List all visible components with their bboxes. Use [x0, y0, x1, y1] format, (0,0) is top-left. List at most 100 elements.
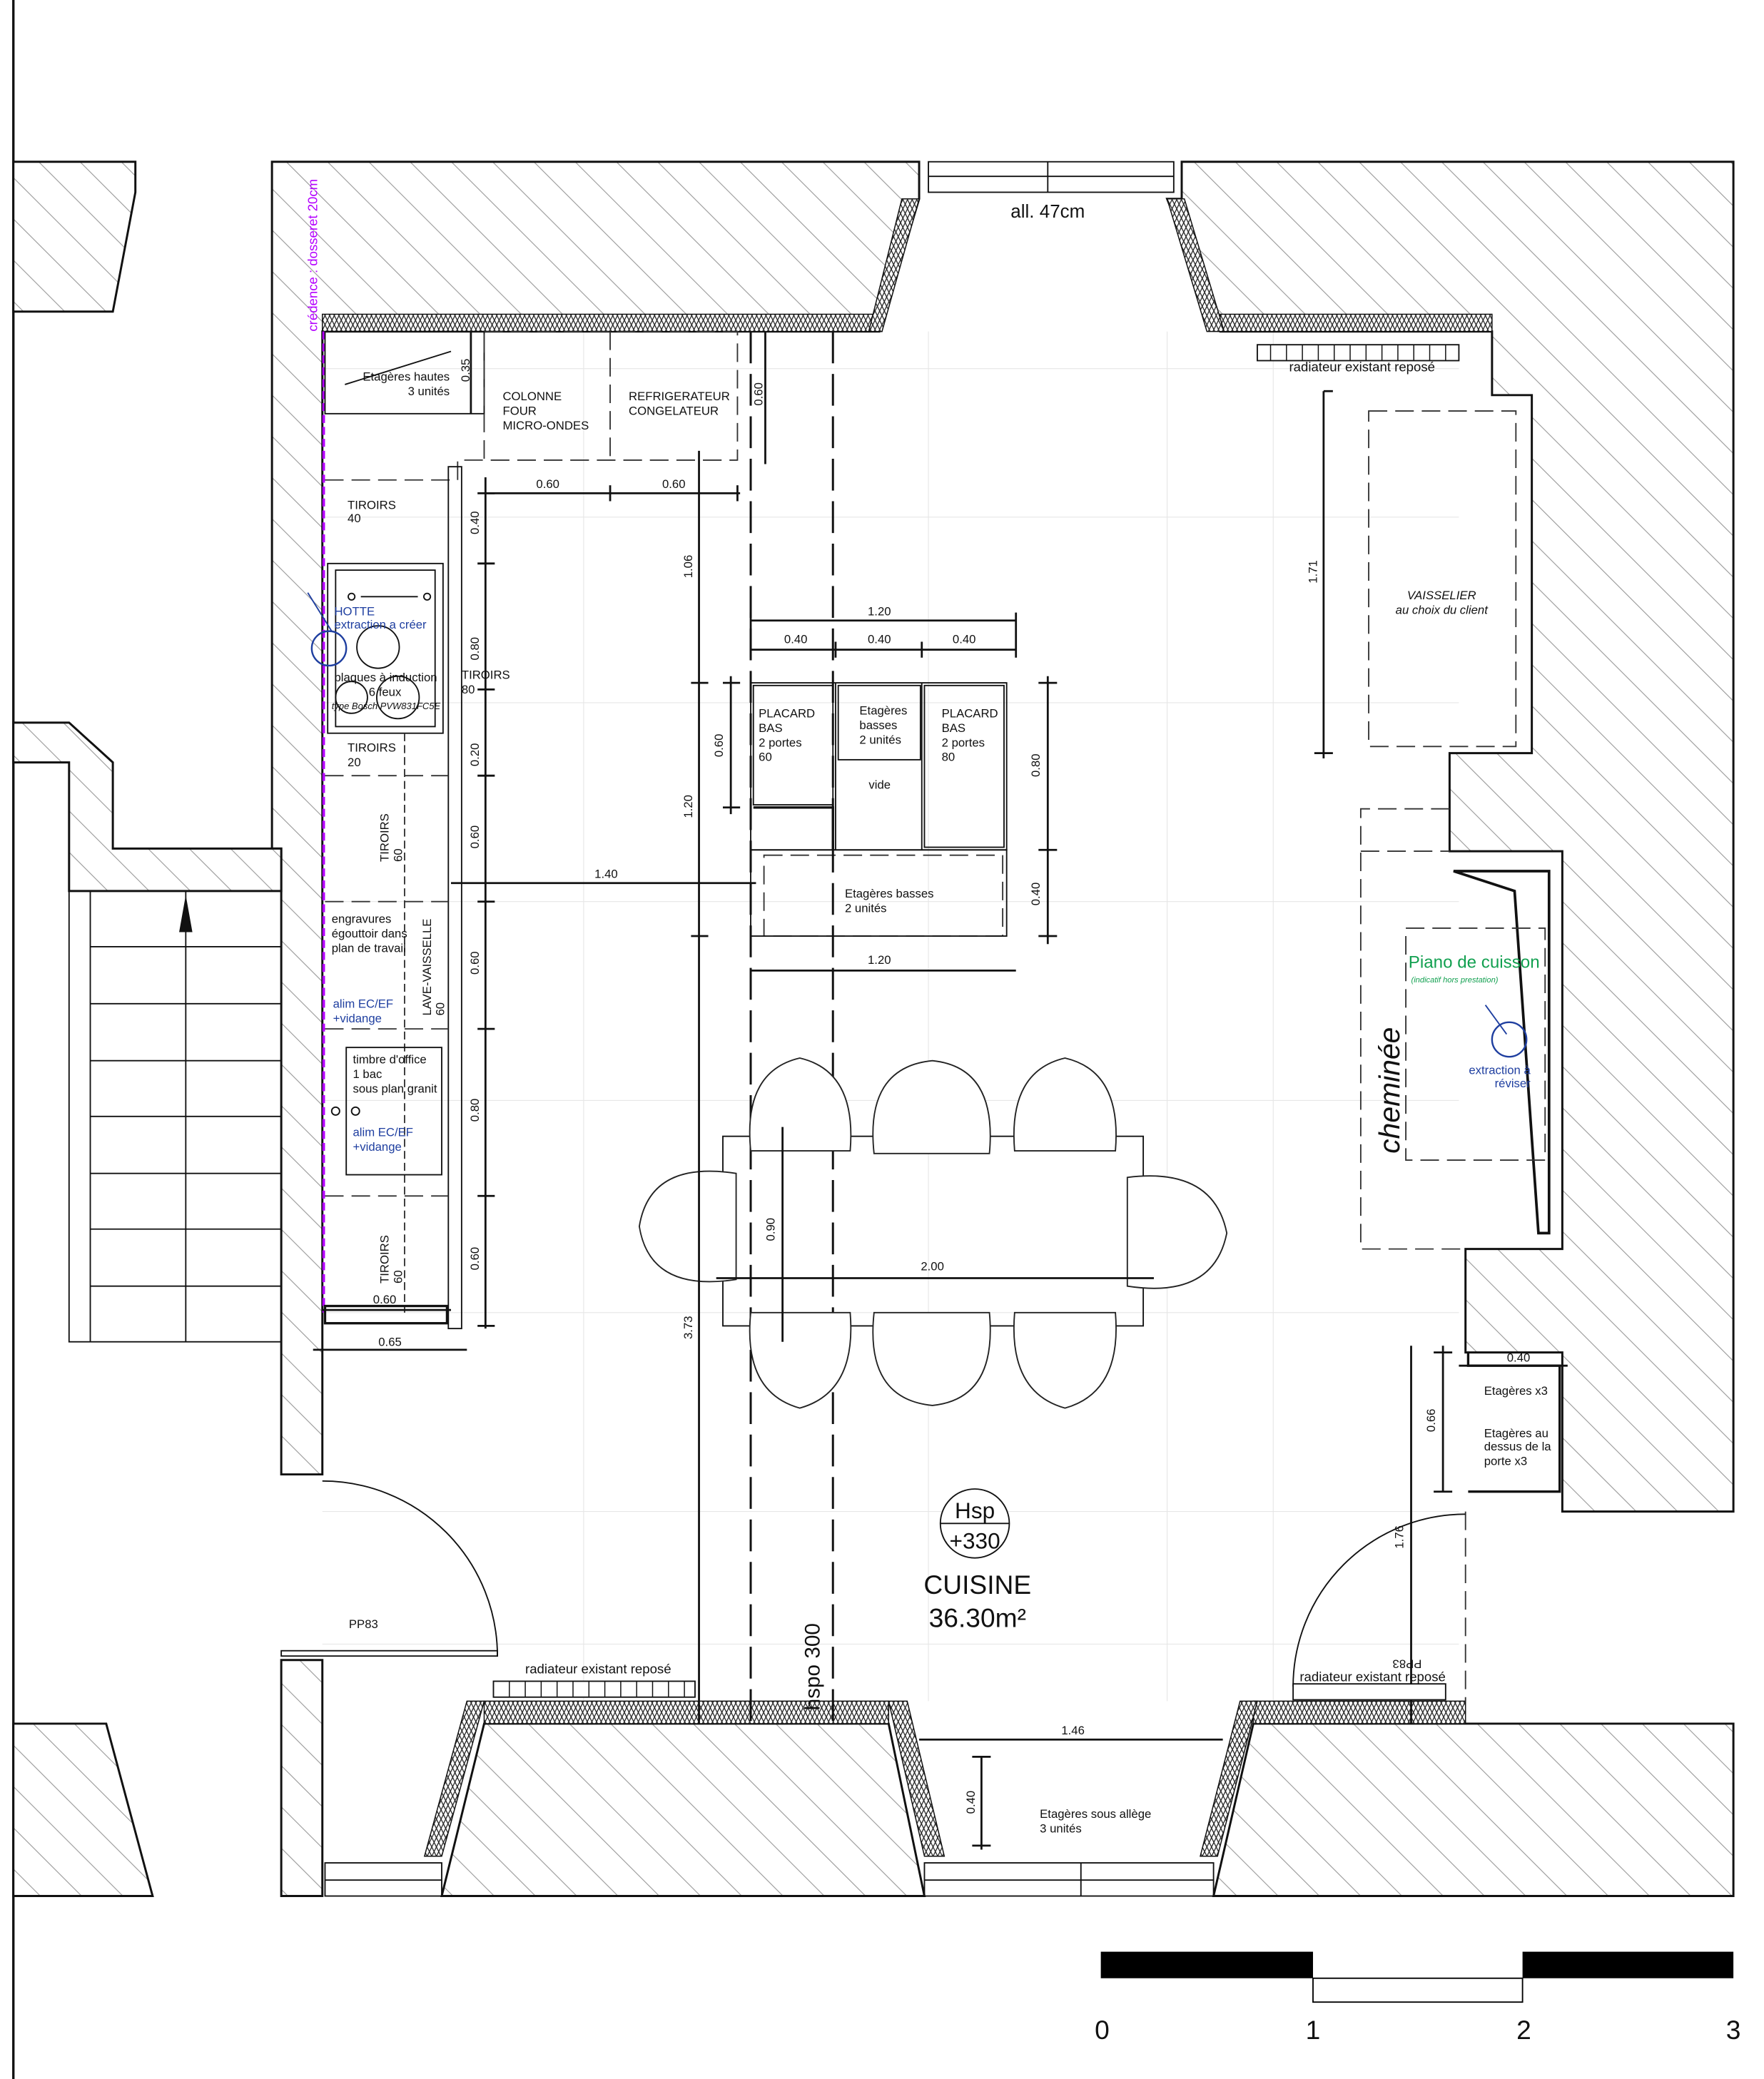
plan-label: 0.35	[459, 359, 472, 382]
extraction-icon	[1491, 1021, 1528, 1058]
plan-label: 2.00	[921, 1259, 944, 1273]
plan-label: 2 unités	[845, 902, 887, 915]
plan-label: 1.06	[681, 555, 695, 579]
plan-label: 0	[1095, 2015, 1110, 2045]
plan-label: basses	[859, 718, 897, 732]
plan-label: 0.40	[953, 632, 976, 646]
plan-label: PLACARD	[759, 706, 815, 720]
plan-label: plaques à induction	[334, 671, 437, 684]
plan-label: alim EC/EF	[353, 1126, 413, 1139]
dimension-labels: 0.35 0.60 0.60 0.60 0.40 1.06 0.80 0.20 …	[373, 359, 1530, 1814]
dining-table	[722, 1135, 1145, 1327]
plan-label: 0.90	[764, 1218, 777, 1241]
plan-label: PLACARD	[942, 706, 998, 720]
plan-label: 0.60	[536, 477, 559, 491]
right-side: radiateur existant reposé VAISSELIER au …	[1257, 344, 1561, 1702]
plan-label: PP83	[1392, 1657, 1421, 1671]
plan-label: 0.80	[468, 1099, 482, 1122]
grid	[322, 331, 1459, 1702]
insulation	[322, 198, 1493, 1857]
radiator-left	[492, 1680, 696, 1698]
plan-label: +330	[950, 1528, 1000, 1554]
plan-label: 3	[1726, 2015, 1741, 2045]
plan-label: cheminée	[1373, 1027, 1406, 1154]
plan-label: 0.40	[468, 511, 482, 534]
plan-label: 3.73	[681, 1316, 695, 1339]
plan-label: TIROIRS	[348, 741, 396, 755]
plan-label: 60	[434, 1002, 447, 1016]
door-swing-left	[322, 1480, 498, 1657]
plan-label: 0.60	[468, 951, 482, 975]
plan-label: 1	[1306, 2015, 1321, 2045]
plan-label: +vidange	[353, 1140, 401, 1154]
plan-label: radiateur existant reposé	[1289, 359, 1435, 374]
plan-label: hspo 300	[801, 1623, 825, 1710]
plan-label: dessus de la	[1484, 1440, 1552, 1453]
plan-label: au choix du client	[1396, 603, 1489, 616]
plan-label: radiateur existant reposé	[525, 1661, 671, 1676]
plan-label: 1.20	[681, 795, 695, 818]
scale-bar: 0 1 2 3	[1095, 1951, 1741, 2045]
dimension-lines	[313, 331, 1568, 1850]
room-name: CUISINE	[923, 1570, 1031, 1600]
plan-label: MICRO-ONDES	[502, 419, 589, 432]
plan-label: 60	[391, 848, 405, 862]
plan-label: égouttoir dans	[332, 927, 407, 940]
plan-label: alim EC/EF	[333, 997, 394, 1010]
plan-label: 0.40	[964, 1791, 978, 1814]
plan-label: 2 unités	[859, 733, 901, 747]
hood-extraction-icon	[310, 630, 348, 667]
plan-label: Etagères sous allège	[1040, 1807, 1151, 1821]
plan-label: VAISSELIER	[1407, 589, 1476, 602]
plan-label: BAS	[942, 721, 965, 735]
plan-label: 0.66	[1424, 1409, 1438, 1433]
plan-label: 1 bac	[353, 1067, 382, 1081]
plan-label: 0.40	[1029, 883, 1043, 906]
plan-label: LAVE-VAISSELLE	[420, 919, 434, 1016]
plan-label: Etagères x3	[1484, 1384, 1548, 1398]
chairs	[638, 1057, 1228, 1409]
plan-label: HOTTE	[334, 604, 375, 618]
plan-label: PP83	[349, 1617, 378, 1631]
plan-label: Etagères basses	[845, 887, 934, 900]
plan-label: 2 portes	[759, 736, 801, 749]
plan-label: 0.80	[1029, 753, 1043, 777]
plan-label: plan de travail	[332, 941, 406, 955]
plan-label: 0.60	[752, 382, 766, 406]
plan-label: 1.76	[1392, 1525, 1406, 1549]
window-height-label: all. 47cm	[1010, 200, 1085, 222]
plan-label: 3 unités	[408, 385, 450, 398]
plan-label: TIROIRS	[378, 1235, 392, 1284]
plan-label: 0.80	[468, 637, 482, 661]
plan-label: 20	[348, 756, 361, 769]
plan-label: 1.40	[594, 867, 618, 880]
plan-label: 80	[462, 683, 475, 696]
windows	[324, 161, 1215, 1897]
radiator-top	[1257, 344, 1460, 362]
plan-label: 1.20	[868, 953, 891, 967]
plan-label: 0.40	[1507, 1351, 1531, 1365]
plan-label: +vidange	[333, 1012, 382, 1025]
room-area: 36.30m²	[929, 1602, 1026, 1632]
plan-label: Etagères hautes	[363, 370, 450, 383]
plan-label: Hsp	[955, 1498, 995, 1523]
plan-label: 1.20	[868, 604, 891, 618]
plan-label: sous plan granit	[353, 1082, 437, 1095]
plan-label: 60	[759, 751, 772, 764]
plan-label: Piano de cuisson	[1409, 953, 1540, 972]
bottom-elements: PP83 radiateur existant reposé PP83 radi…	[280, 1480, 1446, 1835]
radiator-right	[1292, 1683, 1446, 1701]
plan-label: COLONNE	[502, 390, 562, 403]
plan-label: TIROIRS	[378, 813, 392, 862]
plan-label: 0.60	[712, 734, 726, 758]
plan-label: 0.60	[468, 825, 482, 849]
plan-label: 2 portes	[942, 736, 985, 749]
staircase	[68, 890, 283, 1343]
plan-label: vide	[868, 778, 891, 792]
plan-label: 60	[391, 1270, 405, 1284]
plan-label: extraction a créer	[334, 618, 427, 631]
plan-label: timbre d'office	[353, 1052, 426, 1066]
walls	[12, 161, 1735, 1898]
stair-direction-arrow-icon	[179, 895, 193, 932]
